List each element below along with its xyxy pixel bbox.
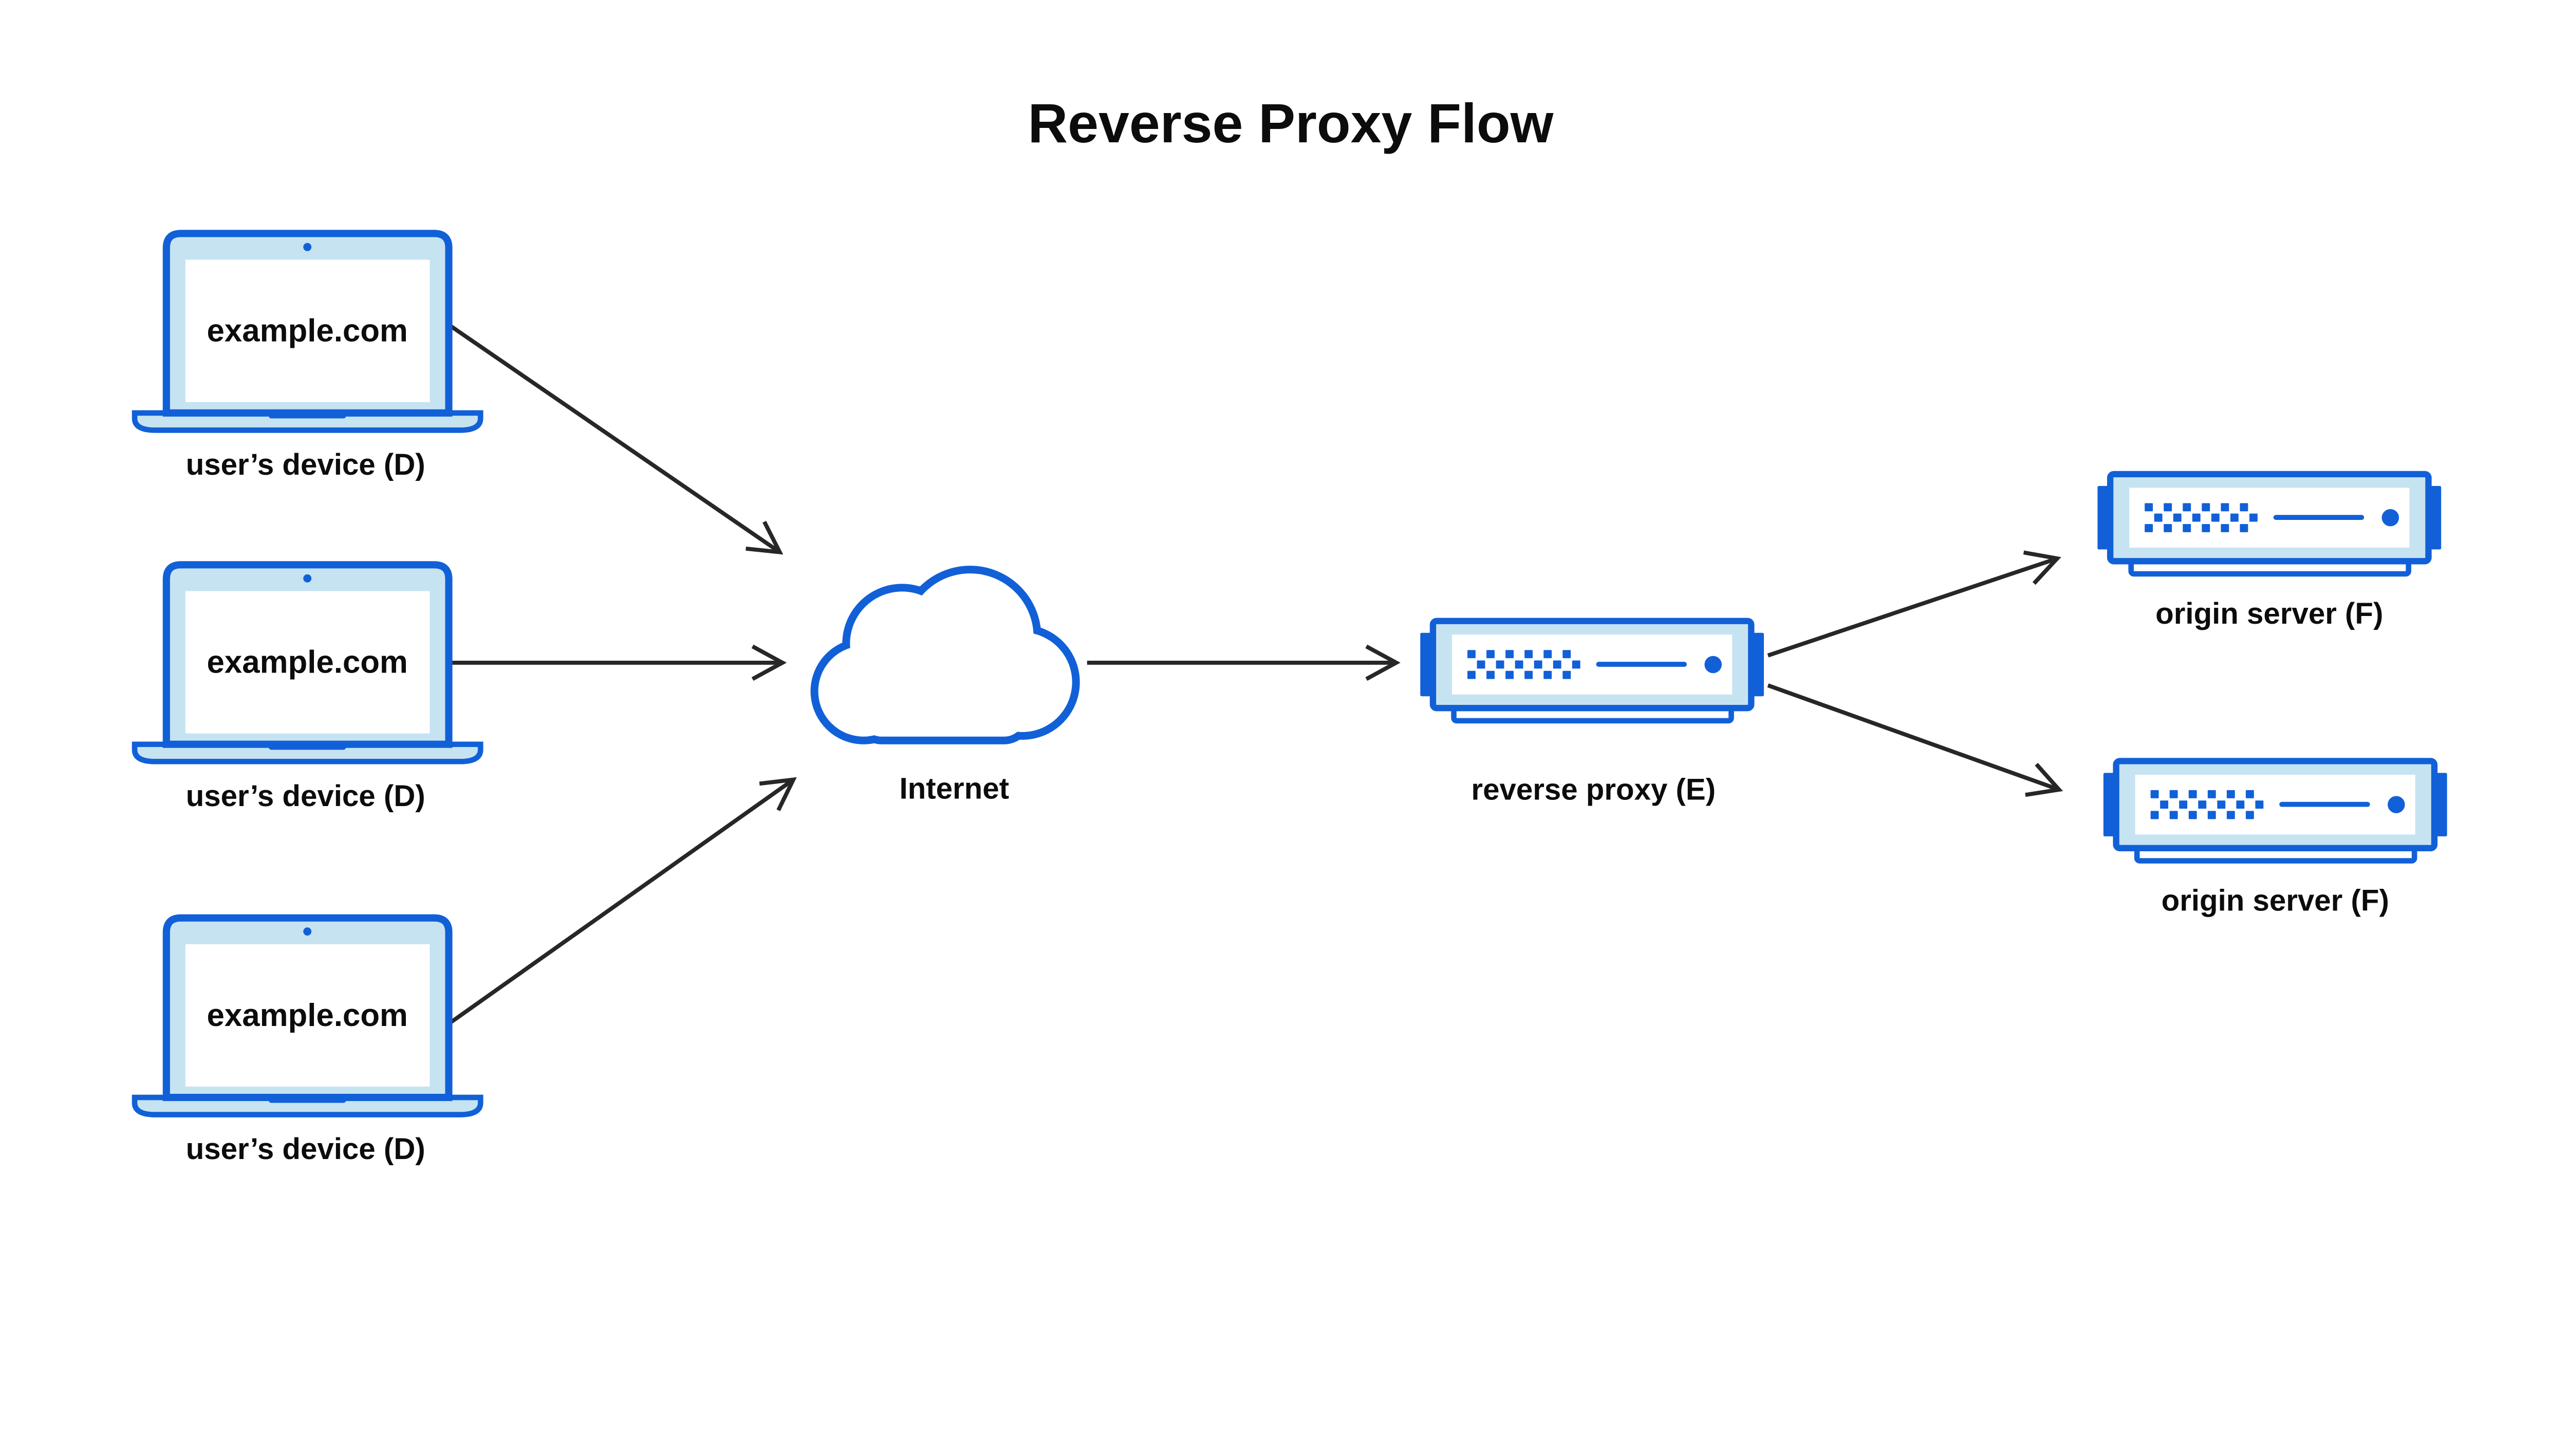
device-screen-url: example.com (207, 313, 408, 349)
diagram-canvas: Reverse Proxy Flow example.com user’s de… (131, 92, 2450, 1166)
arrow-proxy-to-origin2 (1767, 683, 2063, 797)
cloud-icon (810, 566, 1080, 744)
arrows (445, 321, 2063, 1028)
arrow-proxy-to-origin1 (1767, 550, 2061, 658)
user-device-1: example.com user’s device (D) (135, 233, 480, 481)
arrow-device1-to-internet (445, 321, 784, 555)
reverse-proxy-label: reverse proxy (E) (1471, 773, 1716, 806)
device-label: user’s device (D) (186, 779, 425, 813)
reverse-proxy: reverse proxy (E) (1420, 621, 1764, 806)
origin-server-label: origin server (F) (2162, 884, 2389, 918)
user-device-3: example.com user’s device (D) (135, 918, 480, 1166)
server-icon (2103, 761, 2447, 861)
origin-server-1: origin server (F) (2097, 474, 2441, 630)
device-label: user’s device (D) (186, 448, 425, 481)
device-screen-url: example.com (207, 645, 408, 680)
origin-server-label: origin server (F) (2155, 597, 2383, 630)
arrow-device3-to-internet (445, 777, 797, 1028)
origin-server-2: origin server (F) (2103, 761, 2447, 918)
internet-label: Internet (899, 772, 1009, 806)
server-icon (1420, 621, 1764, 721)
device-label: user’s device (D) (186, 1132, 425, 1166)
diagram: Reverse Proxy Flow example.com user’s de… (131, 92, 2450, 1166)
device-screen-url: example.com (207, 998, 408, 1033)
server-icon (2097, 474, 2441, 574)
user-device-2: example.com user’s device (D) (135, 565, 480, 813)
internet: Internet (810, 566, 1080, 806)
diagram-title: Reverse Proxy Flow (1028, 92, 1553, 154)
